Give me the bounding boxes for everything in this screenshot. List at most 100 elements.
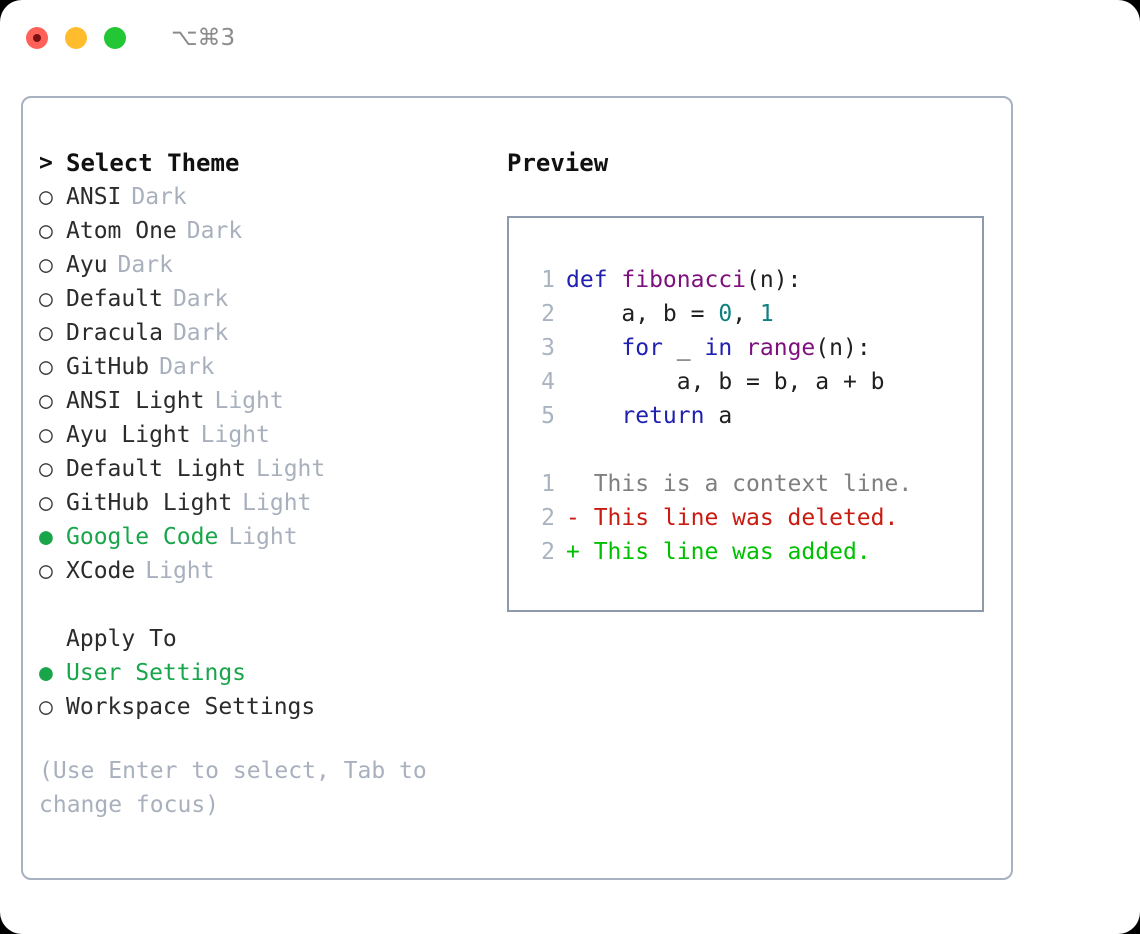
code-line-row: 5 return a xyxy=(509,399,982,433)
theme-variant-badge: Light xyxy=(256,456,326,482)
theme-variant-badge: Light xyxy=(214,388,284,414)
code-token: range xyxy=(746,335,816,361)
theme-variant-badge: Dark xyxy=(172,286,229,312)
radio-selected-icon[interactable]: ● xyxy=(39,660,53,686)
theme-name-label: ANSI xyxy=(66,184,122,210)
diff-sample-block: 1 This is a context line.2- This line wa… xyxy=(509,467,982,569)
code-token: + This line was added. xyxy=(566,539,871,565)
keyboard-shortcut-label: ⌥⌘3 xyxy=(171,25,236,51)
theme-variant-badge: Dark xyxy=(159,354,215,380)
line-number: 4 xyxy=(541,369,555,395)
theme-name-label: Google Code xyxy=(66,524,219,550)
radio-unselected-icon[interactable]: ○ xyxy=(39,252,53,278)
theme-name-label: GitHub xyxy=(66,354,150,380)
radio-unselected-icon[interactable]: ○ xyxy=(39,354,53,380)
radio-unselected-icon[interactable]: ○ xyxy=(39,320,53,346)
title-bar: ⌥⌘3 xyxy=(0,0,1140,76)
code-token: a xyxy=(704,403,733,429)
theme-variant-badge: Dark xyxy=(131,184,187,210)
section-spacer xyxy=(39,588,493,622)
apply-to-label: User Settings xyxy=(66,660,247,686)
code-text: a, b = 0, 1 xyxy=(555,297,774,331)
theme-list-item[interactable]: ○ Dracula Dark xyxy=(39,316,493,350)
theme-picker-header: > Select Theme xyxy=(39,146,493,180)
theme-name-label: Dracula xyxy=(66,320,163,346)
radio-unselected-icon[interactable]: ○ xyxy=(39,456,53,482)
radio-unselected-icon[interactable]: ○ xyxy=(39,558,53,584)
code-token: 0 xyxy=(718,301,733,327)
apply-to-list: ● User Settings ○ Workspace Settings xyxy=(39,656,493,724)
code-text: return a xyxy=(555,399,732,433)
code-text: def fibonacci(n): xyxy=(555,263,801,297)
line-number: 1 xyxy=(541,471,555,497)
code-token: a, b = xyxy=(566,301,719,327)
apply-to-list-item[interactable]: ● User Settings xyxy=(39,656,493,690)
code-line-row: 3 for _ in range(n): xyxy=(509,331,982,365)
line-number: 2 xyxy=(541,539,555,565)
code-line-row: 4 a, b = b, a + b xyxy=(509,365,982,399)
code-token: - This line was deleted. xyxy=(566,505,899,531)
theme-list-item[interactable]: ○ GitHub Dark xyxy=(39,350,493,384)
apply-to-marker-placeholder-icon: ○ xyxy=(39,622,66,656)
code-line-row: 2 a, b = 0, 1 xyxy=(509,297,982,331)
close-dot-icon xyxy=(33,34,41,42)
apply-to-label: Workspace Settings xyxy=(66,694,316,720)
diff-line-row: 2 + This line was added. xyxy=(509,535,982,569)
code-text: + This line was added. xyxy=(555,535,871,569)
diff-line-row: 2- This line was deleted. xyxy=(509,501,982,535)
radio-unselected-icon[interactable]: ○ xyxy=(39,184,53,210)
code-token xyxy=(566,403,621,429)
theme-list-item[interactable]: ● Google Code Light xyxy=(39,520,493,554)
code-token: 1 xyxy=(759,301,774,327)
code-token: return xyxy=(621,403,705,429)
theme-variant-badge: Dark xyxy=(117,252,173,278)
theme-variant-badge: Light xyxy=(200,422,270,448)
radio-unselected-icon[interactable]: ○ xyxy=(39,694,53,720)
code-token xyxy=(732,335,746,361)
close-button-icon[interactable] xyxy=(26,27,48,49)
radio-unselected-icon[interactable]: ○ xyxy=(39,388,53,414)
line-number: 3 xyxy=(541,335,555,361)
theme-variant-badge: Light xyxy=(228,524,298,550)
radio-unselected-icon[interactable]: ○ xyxy=(39,286,53,312)
apply-to-title: Apply To xyxy=(66,626,177,652)
radio-selected-icon[interactable]: ● xyxy=(39,524,53,550)
zoom-button-icon[interactable] xyxy=(104,27,126,49)
minimize-button-icon[interactable] xyxy=(65,27,87,49)
code-text: for _ in range(n): xyxy=(555,331,870,365)
code-token xyxy=(566,335,621,361)
code-token: a, b = b, a + b xyxy=(566,369,885,395)
theme-variant-badge: Dark xyxy=(172,320,229,346)
code-text: - This line was deleted. xyxy=(555,501,898,535)
prompt-caret-icon: > xyxy=(39,150,53,176)
code-token: (n): xyxy=(746,267,802,293)
code-token: This is a context line. xyxy=(566,471,913,497)
traffic-lights xyxy=(26,27,126,49)
code-token: _ xyxy=(662,335,705,361)
code-token: in xyxy=(704,335,733,361)
theme-list-item[interactable]: ○ ANSI Dark xyxy=(39,180,493,214)
apply-to-list-item[interactable]: ○ Workspace Settings xyxy=(39,690,493,724)
radio-unselected-icon[interactable]: ○ xyxy=(39,490,53,516)
radio-unselected-icon[interactable]: ○ xyxy=(39,218,53,244)
code-token: , xyxy=(732,301,760,327)
preview-title: Preview xyxy=(507,149,609,177)
radio-unselected-icon[interactable]: ○ xyxy=(39,422,53,448)
diff-line-row: 1 This is a context line. xyxy=(509,467,982,501)
line-number: 5 xyxy=(541,403,555,429)
